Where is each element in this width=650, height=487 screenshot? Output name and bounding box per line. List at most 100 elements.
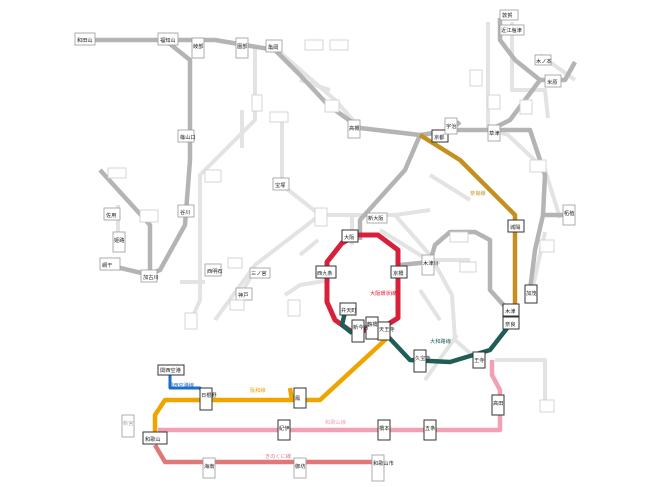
station-hashimoto: 橋本 bbox=[377, 419, 391, 441]
svg-text:和歌山市: 和歌山市 bbox=[373, 459, 394, 467]
svg-text:王寺: 王寺 bbox=[474, 357, 484, 364]
kinokuni-label: きのくに線 bbox=[265, 452, 291, 460]
svg-text:三ノ宮: 三ノ宮 bbox=[251, 269, 267, 277]
station-aboshi: 網干 bbox=[99, 257, 121, 271]
station-kamo: 加茂 bbox=[524, 284, 538, 304]
station-sasayamaguchi: 篠山口 bbox=[177, 129, 196, 143]
station-kameoka: 亀岡 bbox=[265, 39, 283, 53]
station-tsuge: 柘植 bbox=[562, 204, 576, 226]
svg-text:木津: 木津 bbox=[505, 307, 515, 315]
station-kihoku: 紀伊 bbox=[277, 419, 291, 441]
svg-text:西明石: 西明石 bbox=[207, 268, 223, 275]
svg-text:加古川: 加古川 bbox=[143, 273, 159, 281]
svg-text:近江塩津: 近江塩津 bbox=[501, 26, 522, 34]
station-tanigawa: 谷川 bbox=[177, 204, 195, 218]
station-takatsuki: 高槻 bbox=[347, 119, 361, 139]
station-sayo: 佐用 bbox=[103, 207, 121, 221]
osaka-loop-label: 大阪環状線 bbox=[370, 289, 396, 297]
osaka-loop-line bbox=[324, 232, 401, 335]
station-gojo: 五条 bbox=[423, 419, 437, 441]
svg-text:紀伊: 紀伊 bbox=[279, 424, 289, 432]
station-tennoji: 天王寺 bbox=[377, 321, 395, 341]
station-kyoto: 京都 bbox=[431, 129, 449, 143]
svg-text:弁天町: 弁天町 bbox=[341, 306, 357, 314]
station-wadayama: 和田山 bbox=[74, 32, 96, 46]
svg-text:佐用: 佐用 bbox=[106, 211, 116, 219]
station-shinosaka: 新大阪 bbox=[366, 212, 388, 224]
svg-text:御坊: 御坊 bbox=[295, 462, 305, 470]
station-joyo: 城陽 bbox=[507, 219, 525, 233]
station-oji: 王寺 bbox=[472, 351, 486, 369]
station-omi-shiotsu: 近江塩津 bbox=[499, 24, 525, 36]
nara-line bbox=[418, 133, 518, 305]
svg-text:姫路: 姫路 bbox=[114, 236, 125, 244]
svg-text:亀岡: 亀岡 bbox=[268, 43, 278, 51]
svg-text:加茂: 加茂 bbox=[526, 289, 536, 297]
station-maibara: 米原 bbox=[544, 74, 562, 88]
station-kusatsu: 草津 bbox=[487, 124, 501, 142]
svg-text:京橋: 京橋 bbox=[393, 269, 404, 277]
wakayama-line-label: 和歌山線 bbox=[325, 418, 346, 426]
station-uji: 宇治 bbox=[444, 117, 458, 135]
station-kinomoto: 木ノ本 bbox=[534, 54, 552, 66]
station-kizu: 木津 bbox=[502, 303, 520, 317]
svg-text:大阪: 大阪 bbox=[344, 233, 354, 241]
station-fukuchiyama: 福知山 bbox=[157, 32, 179, 46]
station-nara: 奈良 bbox=[502, 316, 520, 330]
svg-text:谷川: 谷川 bbox=[180, 208, 190, 216]
yamatoji-label: 大和路線 bbox=[430, 337, 451, 345]
svg-text:米原: 米原 bbox=[547, 78, 557, 86]
svg-text:城陽: 城陽 bbox=[510, 223, 520, 231]
svg-text:宇治: 宇治 bbox=[446, 122, 456, 130]
hanwa-label: 阪和線 bbox=[250, 386, 266, 394]
station-ayabe: 綾部 bbox=[191, 37, 205, 59]
svg-text:京都: 京都 bbox=[434, 133, 444, 141]
station-kyuhoji: 久宝寺 bbox=[413, 349, 431, 373]
station-bentencho: 弁天町 bbox=[339, 302, 357, 316]
svg-text:新宮: 新宮 bbox=[123, 419, 133, 427]
svg-text:鶴橋: 鶴橋 bbox=[367, 320, 378, 328]
svg-text:敦賀: 敦賀 bbox=[502, 11, 512, 19]
station-kainan: 海南 bbox=[202, 457, 216, 479]
svg-text:関西空港: 関西空港 bbox=[160, 366, 182, 374]
svg-text:日根野: 日根野 bbox=[201, 391, 217, 399]
station-minabe: 御坊 bbox=[293, 457, 307, 479]
svg-text:和歌山: 和歌山 bbox=[145, 435, 161, 443]
yamatoji-line bbox=[339, 311, 354, 335]
svg-text:高田: 高田 bbox=[493, 399, 503, 407]
station-wakayamashi: 和歌山市 bbox=[371, 454, 394, 482]
station-sannomiya: 三ノ宮 bbox=[249, 267, 271, 279]
svg-text:和田山: 和田山 bbox=[77, 36, 93, 44]
station-wakayama: 和歌山 bbox=[142, 431, 168, 445]
station-sonobe: 園部 bbox=[235, 37, 249, 59]
station-takarazuka: 宝塚 bbox=[272, 177, 290, 191]
station-kobe: 神戸 bbox=[235, 287, 253, 301]
svg-text:綾部: 綾部 bbox=[193, 42, 203, 50]
yamatoji-line-main bbox=[378, 316, 517, 365]
svg-text:草津: 草津 bbox=[489, 129, 499, 137]
station-otori: 鳳 bbox=[293, 387, 307, 409]
kinokuni-line bbox=[153, 443, 380, 465]
svg-text:福知山: 福知山 bbox=[160, 36, 176, 44]
nara-line-label: 奈良線 bbox=[470, 189, 486, 197]
svg-text:網干: 網干 bbox=[102, 261, 112, 269]
svg-text:新今宮: 新今宮 bbox=[353, 323, 369, 331]
station-kiboshi: 木津川 bbox=[421, 254, 439, 276]
svg-text:鳳: 鳳 bbox=[295, 395, 301, 402]
station-takada: 高田 bbox=[491, 394, 505, 416]
svg-text:久宝寺: 久宝寺 bbox=[415, 354, 431, 362]
svg-text:奈良: 奈良 bbox=[505, 320, 515, 328]
station-kyobashi: 京橋 bbox=[390, 265, 408, 279]
svg-text:橋本: 橋本 bbox=[379, 424, 389, 432]
svg-text:木ノ本: 木ノ本 bbox=[536, 57, 552, 65]
svg-text:柘植: 柘植 bbox=[564, 209, 574, 217]
kansai-airport-label: 関西空港線 bbox=[168, 381, 194, 389]
minor-station-markers bbox=[107, 39, 555, 413]
station-himeji: 姫路 bbox=[112, 231, 126, 253]
svg-text:天王寺: 天王寺 bbox=[379, 326, 395, 333]
station-shingu: 新宮 bbox=[121, 414, 135, 438]
svg-text:木津川: 木津川 bbox=[423, 259, 439, 267]
svg-text:高槻: 高槻 bbox=[349, 124, 360, 132]
station-osaka: 大阪 bbox=[341, 229, 359, 243]
